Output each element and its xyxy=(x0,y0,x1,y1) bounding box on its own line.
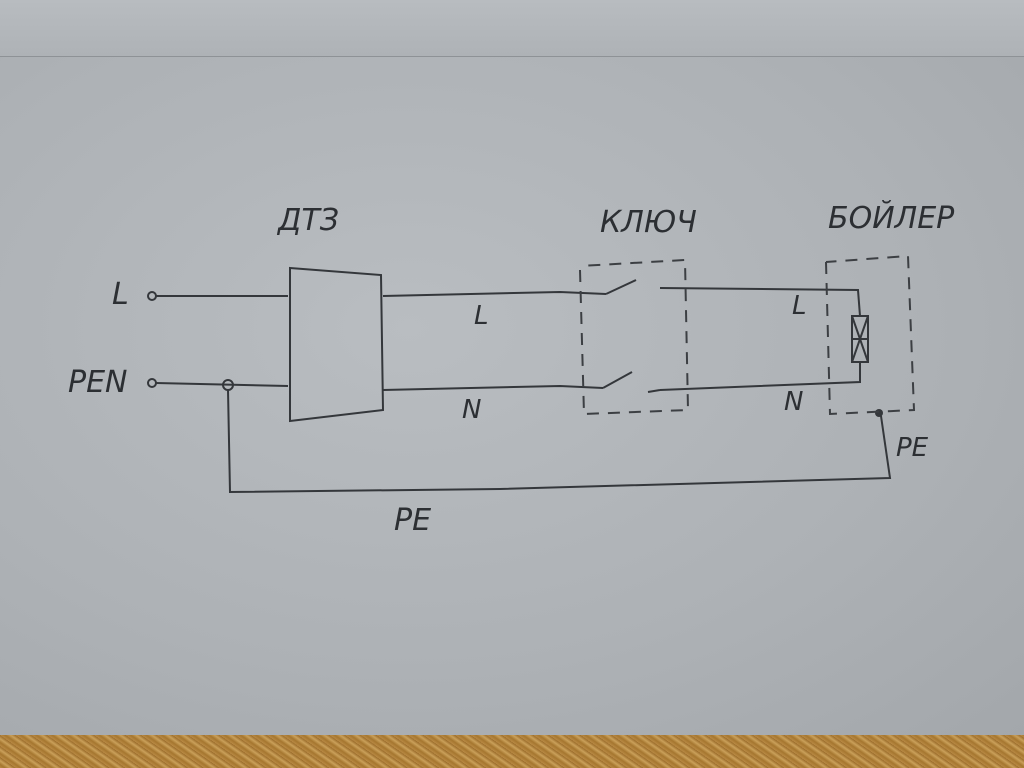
label-input-l: L xyxy=(112,277,129,312)
label-boiler: БОЙЛЕР xyxy=(828,200,955,236)
pe-terminal-boiler xyxy=(875,409,883,417)
switch-contact-l xyxy=(605,279,637,295)
wire-n-dtz-switch xyxy=(382,384,604,391)
label-pe-bottom: PE xyxy=(394,503,431,538)
paper-sheet xyxy=(0,56,1024,735)
wire-l-dtz-switch xyxy=(382,290,607,297)
switch-contact-n xyxy=(602,371,633,389)
switch-enclosure xyxy=(579,258,690,416)
heater-element-hatch xyxy=(851,315,869,363)
paper-top-strip xyxy=(0,0,1024,56)
terminal-pen xyxy=(147,378,157,388)
label-dtz: ДТЗ xyxy=(276,203,339,238)
label-boiler-l: L xyxy=(792,291,807,321)
wire-pe-return xyxy=(227,389,892,494)
wire-n-switch-boiler xyxy=(659,362,861,391)
label-switch: КЛЮЧ xyxy=(600,205,697,240)
label-input-pen: PEN xyxy=(68,365,128,400)
label-boiler-pe: PE xyxy=(896,433,929,463)
label-wire-n: N xyxy=(462,395,481,425)
switch-stub-n xyxy=(647,389,661,393)
wire-l-switch-boiler xyxy=(659,287,861,317)
wire-pen-input xyxy=(155,382,289,387)
terminal-l xyxy=(147,291,157,301)
label-wire-l: L xyxy=(474,301,489,331)
dtz-block xyxy=(289,266,385,423)
label-boiler-n: N xyxy=(784,387,803,417)
boiler-enclosure xyxy=(825,254,916,416)
